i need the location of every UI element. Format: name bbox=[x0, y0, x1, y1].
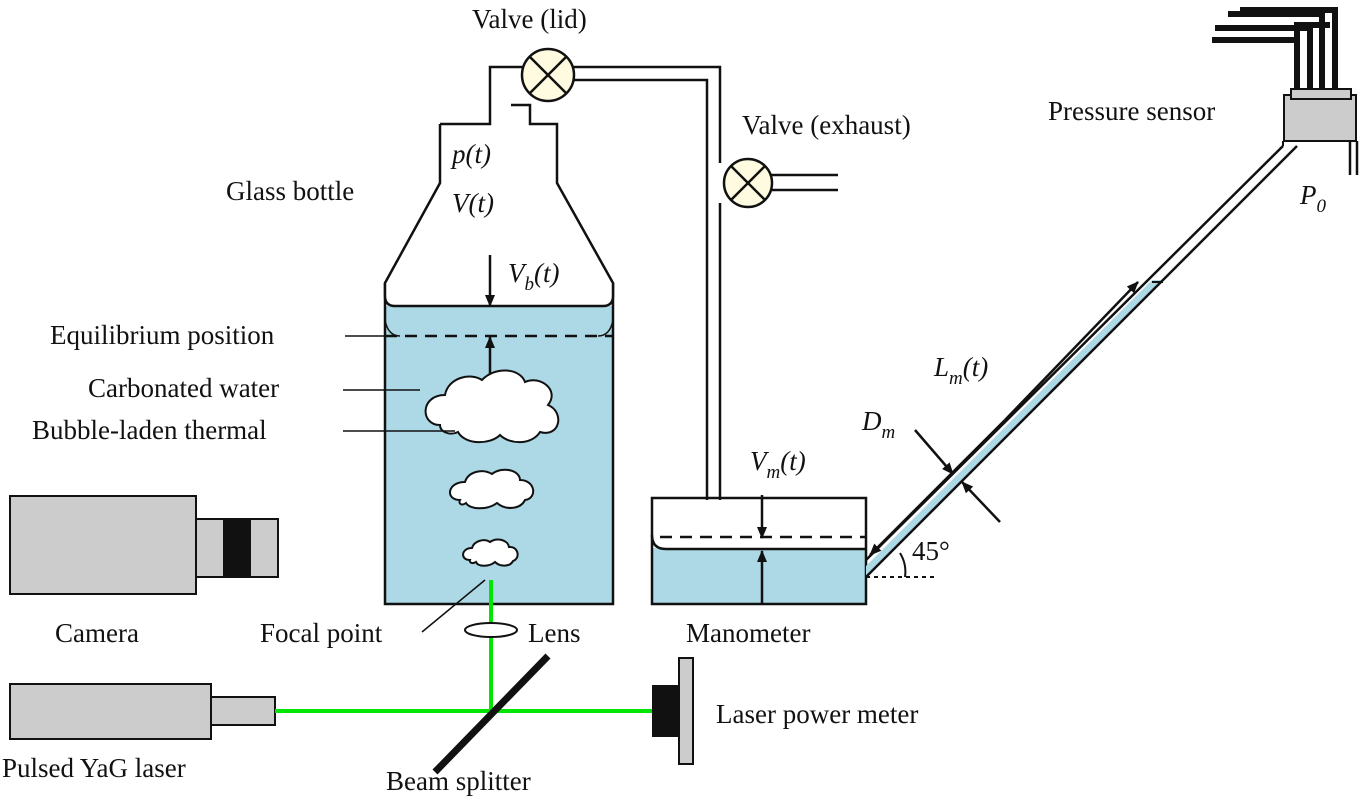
pressure-sensor-icon bbox=[1212, 7, 1359, 175]
manometer bbox=[650, 495, 868, 606]
laser-icon bbox=[9, 683, 276, 740]
valve-lid-label: Valve (lid) bbox=[472, 4, 587, 34]
bubble-cloud-icon bbox=[424, 369, 560, 444]
vm-symbol: Vm(t) bbox=[750, 446, 806, 483]
lens-label: Lens bbox=[528, 618, 580, 648]
manometer-free-surface bbox=[650, 534, 866, 551]
laser-power-meter-label: Laser power meter bbox=[716, 699, 918, 729]
manometer-water bbox=[652, 548, 866, 604]
angle-label: 45° bbox=[912, 536, 950, 566]
lm-symbol: Lm(t) bbox=[933, 352, 988, 389]
carbonated-water-label: Carbonated water bbox=[88, 373, 279, 403]
valve-exhaust-label: Valve (exhaust) bbox=[742, 110, 911, 140]
lens-icon bbox=[464, 622, 518, 638]
power-meter-icon bbox=[652, 657, 694, 765]
valve-exhaust[interactable] bbox=[722, 157, 774, 209]
inclined-tube bbox=[865, 145, 1298, 578]
pressure-symbol: p(t) bbox=[450, 139, 491, 169]
equilibrium-label: Equilibrium position bbox=[50, 320, 275, 350]
manometer-outline bbox=[650, 496, 868, 606]
camera-label: Camera bbox=[55, 618, 139, 648]
glass-bottle bbox=[383, 65, 615, 606]
laser-beam bbox=[275, 580, 652, 713]
glass-bottle-label: Glass bottle bbox=[226, 176, 354, 206]
valve-lid[interactable] bbox=[520, 47, 576, 103]
pressure-sensor-label: Pressure sensor bbox=[1048, 96, 1215, 126]
dm-symbol: Dm bbox=[861, 406, 895, 443]
manometer-label: Manometer bbox=[686, 618, 810, 648]
camera-icon bbox=[9, 495, 279, 595]
leader-lines bbox=[343, 335, 486, 633]
bubble-cloud-icon bbox=[449, 468, 535, 510]
volume-symbol: V(t) bbox=[452, 188, 494, 218]
beam-splitter-label: Beam splitter bbox=[386, 766, 531, 796]
bottle-free-surface bbox=[383, 283, 615, 308]
vb-symbol: Vb(t) bbox=[508, 258, 559, 295]
beam-splitter-icon bbox=[432, 653, 551, 775]
bottle-neck-inner bbox=[440, 65, 525, 126]
bubble-cloud-icon bbox=[462, 538, 519, 567]
tubing bbox=[571, 65, 838, 500]
focal-point-label: Focal point bbox=[260, 618, 383, 648]
bubble-thermal-label: Bubble-laden thermal bbox=[32, 415, 267, 445]
p0-symbol: P0 bbox=[1299, 180, 1327, 217]
pulsed-laser-label: Pulsed YaG laser bbox=[2, 753, 186, 783]
